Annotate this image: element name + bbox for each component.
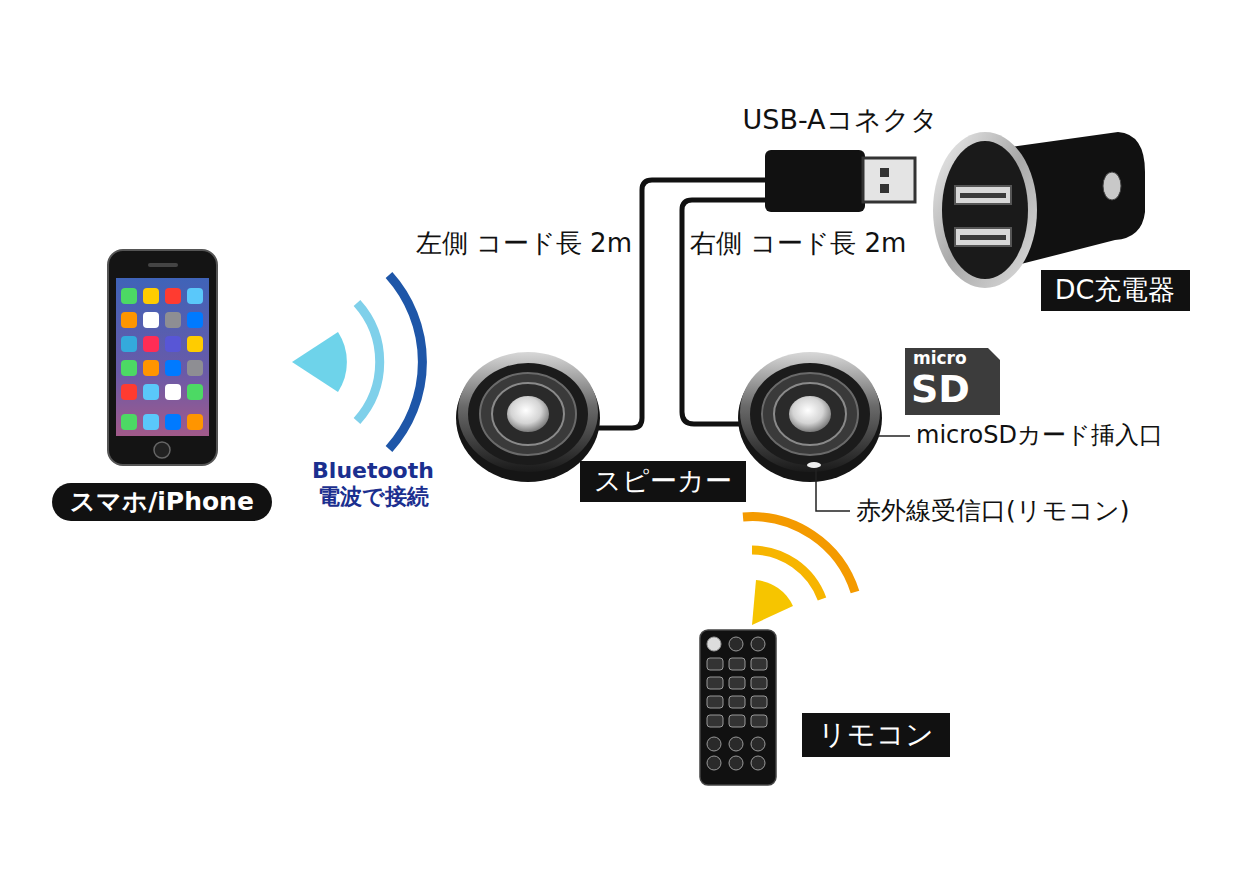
remote-button [729, 677, 745, 689]
remote-button [751, 658, 767, 670]
device-label-box: スピーカー [580, 461, 746, 502]
logo-text: SD [911, 370, 970, 408]
app-icon [143, 336, 159, 352]
microsd-logo [905, 348, 1000, 415]
remote-button [751, 696, 767, 708]
app-icon [121, 384, 137, 400]
smartphone-illustration [108, 250, 217, 465]
remote-button [707, 637, 721, 651]
remote-button [751, 715, 767, 727]
app-icon [143, 360, 159, 376]
device-label-box: DC充電器 [1041, 270, 1190, 311]
app-icon [121, 336, 137, 352]
box-label: DC充電器 [1055, 274, 1176, 306]
app-icon [187, 360, 203, 376]
connection-note: Bluetooth 電波で接続 [306, 458, 441, 511]
remote-button [729, 637, 743, 651]
app-icon [121, 414, 137, 430]
remote-button [707, 756, 721, 770]
box-label: スマホ/iPhone [70, 487, 254, 517]
remote-button [729, 756, 743, 770]
remote-button [729, 658, 745, 670]
remote-button [751, 677, 767, 689]
app-icon [143, 312, 159, 328]
app-icon [165, 414, 181, 430]
infrared-waves [743, 517, 855, 625]
device-label-box: リモコン [802, 713, 950, 757]
app-icon [143, 288, 159, 304]
connector-label: USB-Aコネクタ [742, 104, 937, 136]
app-icon [187, 336, 203, 352]
remote-button [751, 637, 765, 651]
app-icon [187, 288, 203, 304]
remote-button [751, 737, 765, 751]
remote-button [707, 658, 723, 670]
remote-button [707, 696, 723, 708]
right-speaker-illustration [738, 352, 882, 482]
app-icon [121, 312, 137, 328]
part-label: microSDカード挿入口 [916, 421, 1163, 450]
box-label: スピーカー [594, 465, 732, 497]
device-label-pill: スマホ/iPhone [52, 483, 272, 521]
remote-button [707, 715, 723, 727]
bluetooth-waves [292, 275, 422, 449]
remote-button [751, 756, 765, 770]
app-icon [187, 414, 203, 430]
app-icon [187, 312, 203, 328]
dc-charger-illustration [933, 132, 1145, 288]
app-icon [143, 384, 159, 400]
cord-length-label: 右側 コード長 2m [690, 228, 906, 259]
remote-button [729, 737, 743, 751]
remote-button [729, 696, 745, 708]
app-icon [165, 336, 181, 352]
cord-length-label: 左側 コード長 2m [416, 228, 632, 259]
remote-control-illustration [700, 630, 776, 785]
remote-button [707, 737, 721, 751]
app-icon [143, 414, 159, 430]
app-icon [165, 288, 181, 304]
app-icon [165, 360, 181, 376]
app-icon [187, 384, 203, 400]
part-label: 赤外線受信口(リモコン) [856, 496, 1130, 526]
remote-button [729, 715, 745, 727]
box-label: リモコン [818, 718, 934, 752]
remote-button [707, 677, 723, 689]
app-icon [165, 312, 181, 328]
left-speaker-illustration [456, 352, 600, 482]
app-icon [121, 360, 137, 376]
usb-a-connector [765, 150, 915, 212]
app-icon [121, 288, 137, 304]
logo-text: micro [913, 350, 967, 367]
app-icon [165, 384, 181, 400]
